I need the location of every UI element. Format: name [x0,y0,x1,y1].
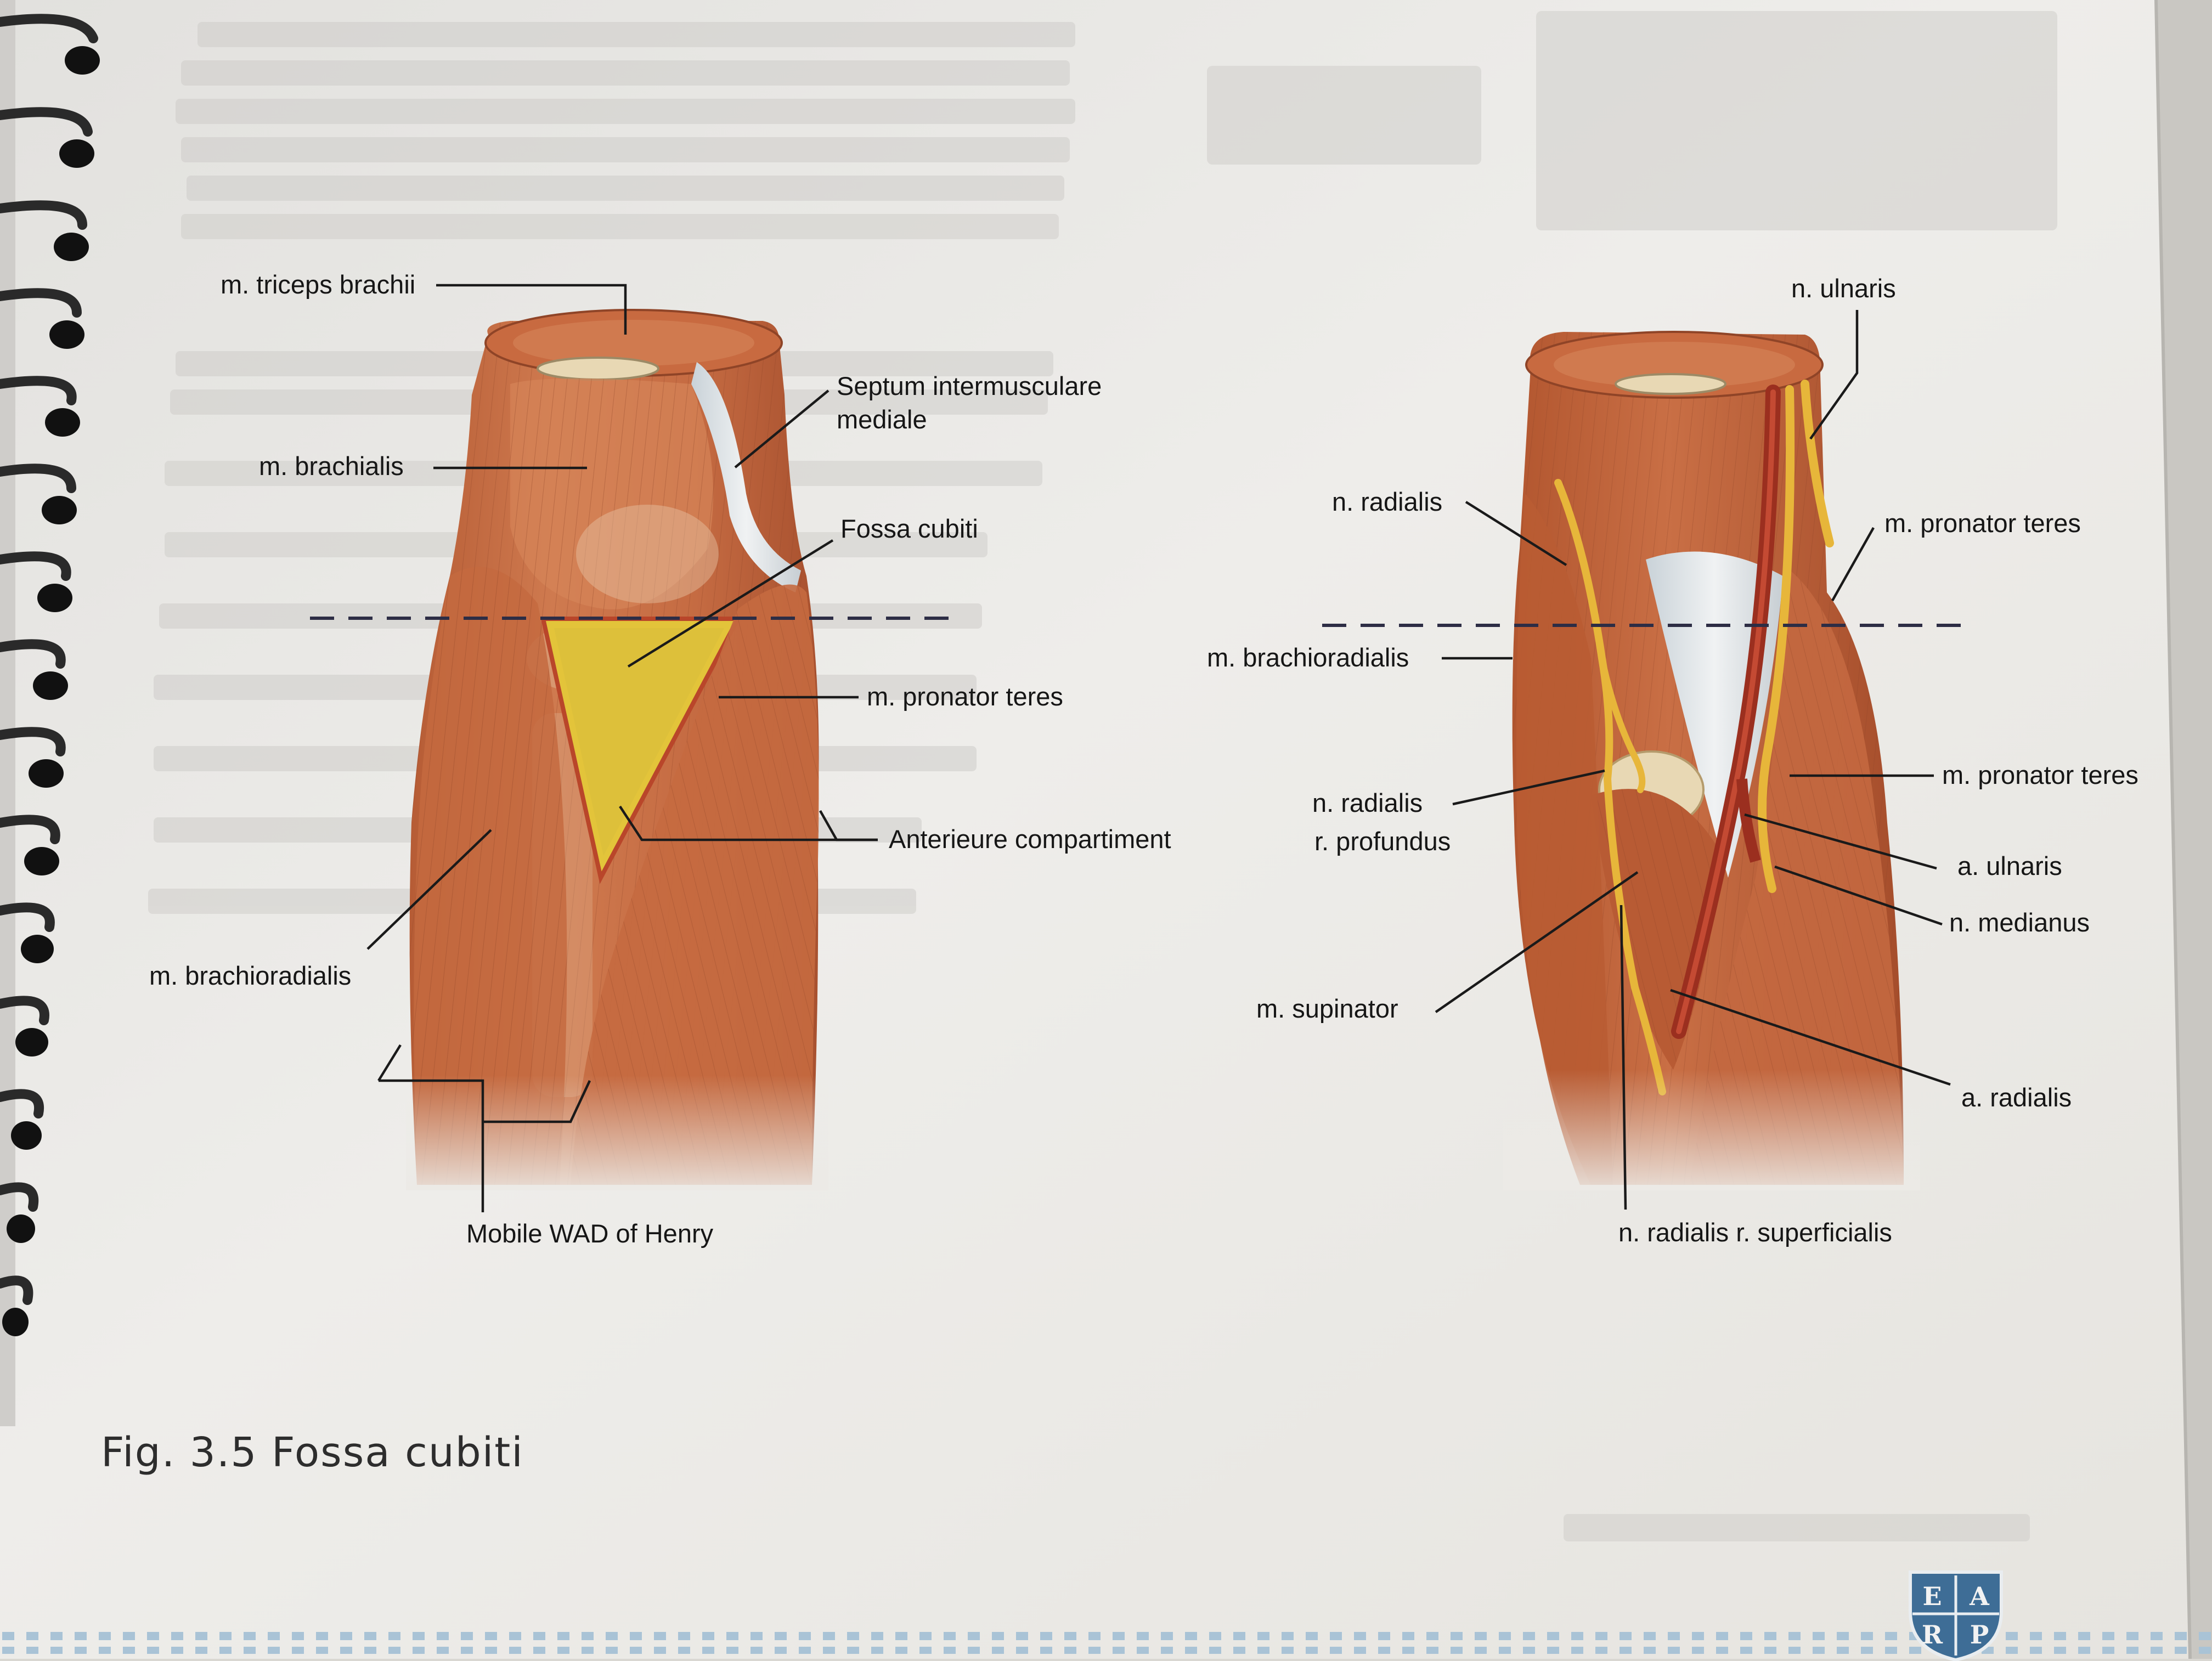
logo-letter-a: A [1969,1581,1990,1611]
label-r-profundus: r. profundus [1314,827,1451,856]
right-arm-illustration [1503,331,1920,1190]
label-mobile-wad-of-henry: Mobile WAD of Henry [466,1219,714,1248]
label-brachialis: m. brachialis [259,451,404,481]
label-n-medianus: n. medianus [1949,908,2090,937]
label-a-radialis: a. radialis [1961,1083,2072,1112]
label-fossa-cubiti: Fossa cubiti [840,514,978,543]
label-pronator-teres-right-top: m. pronator teres [1884,509,2081,538]
label-anterieure-compartiment: Anterieure compartiment [889,824,1171,854]
label-supinator: m. supinator [1256,994,1398,1023]
leader-lines [366,284,1951,1212]
label-a-ulnaris: a. ulnaris [1957,851,2062,880]
logo-letter-r: R [1922,1620,1943,1649]
label-n-radialis-superficialis: n. radialis r. superficialis [1618,1218,1892,1247]
label-n-ulnaris: n. ulnaris [1791,274,1896,303]
logo-letter-p: P [1970,1620,1989,1649]
label-pronator-teres-right: m. pronator teres [1942,760,2138,789]
label-n-radialis-mid: n. radialis [1312,788,1423,817]
label-n-radialis-top: n. radialis [1332,487,1443,516]
logo-letter-e: E [1922,1581,1942,1611]
spiral-binding-icon [0,0,100,1426]
figure-caption: Fig. 3.5 Fossa cubiti [101,1429,524,1476]
publisher-logo-icon: E A R P [1909,1570,2003,1661]
label-septum-intermusculare: Septum intermusculare [837,371,1102,400]
label-brachioradialis-left: m. brachioradialis [149,961,352,990]
label-triceps-brachii: m. triceps brachii [221,270,416,299]
left-arm-illustration [406,309,828,1190]
label-septum-mediale: mediale [837,405,927,434]
bottom-decorative-band [0,1632,2212,1654]
label-brachioradialis-right: m. brachioradialis [1207,643,1409,672]
label-pronator-teres-left: m. pronator teres [867,682,1063,711]
